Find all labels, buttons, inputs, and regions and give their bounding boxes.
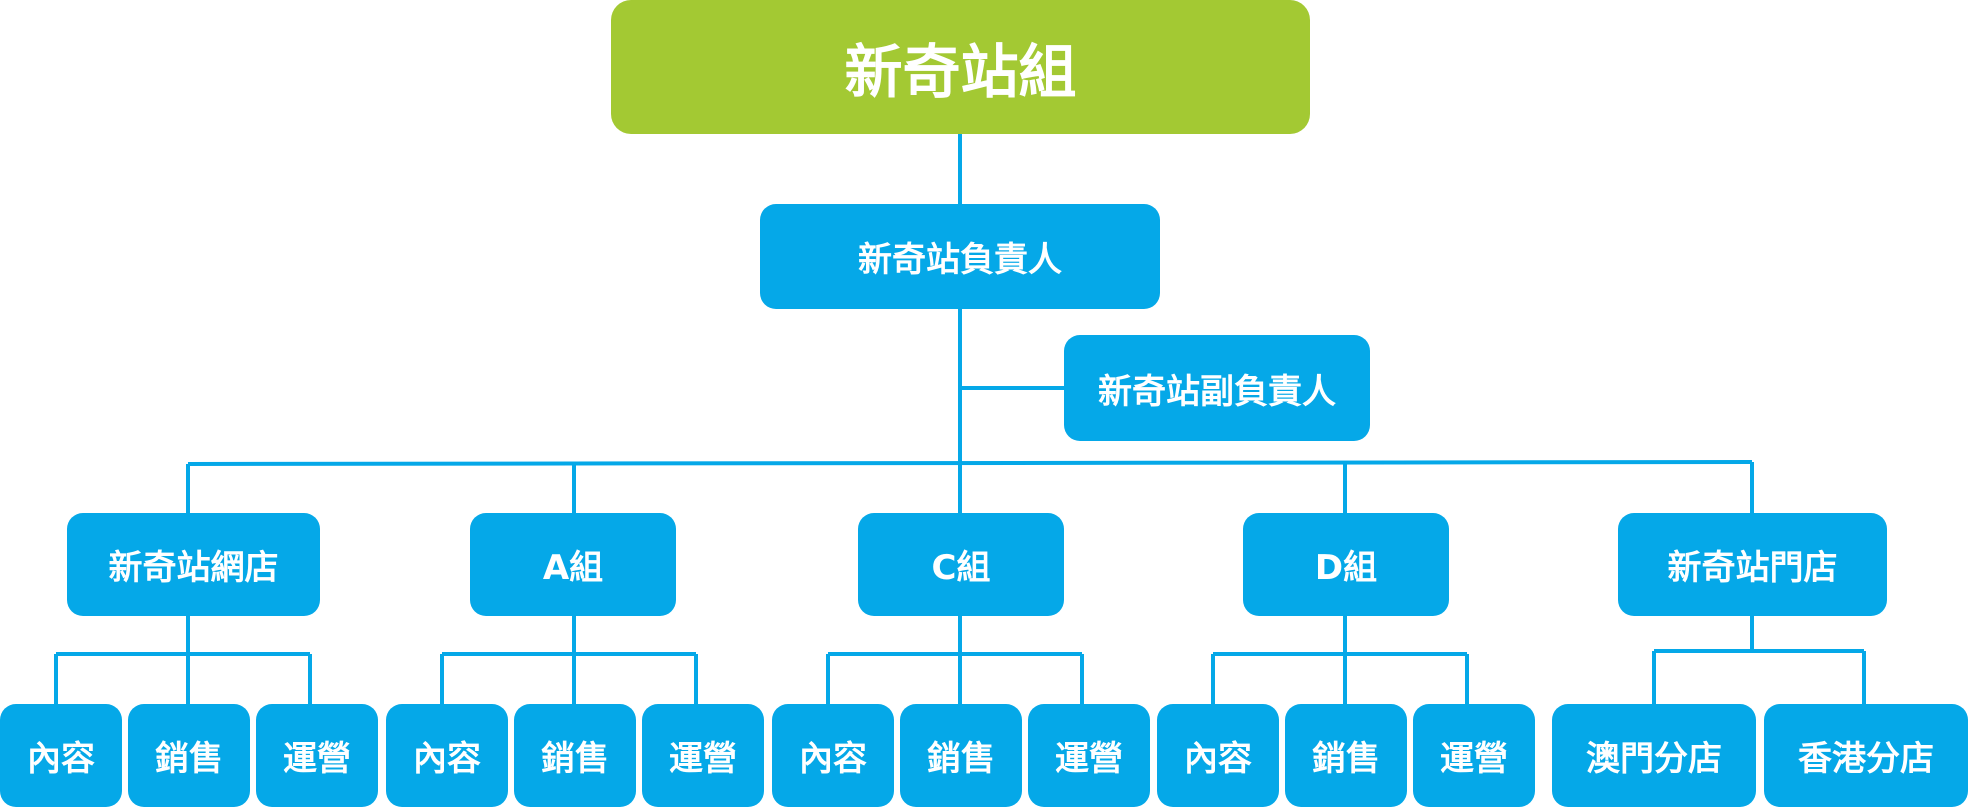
- leaf-node-content: 內容: [772, 704, 894, 807]
- group-node-d: D組: [1243, 513, 1449, 616]
- group-node-c: C組: [858, 513, 1064, 616]
- head-node: 新奇站負責人: [760, 204, 1160, 309]
- leaf-node-operations: 運營: [1413, 704, 1535, 807]
- group-node-retail-store: 新奇站門店: [1618, 513, 1887, 616]
- connector: [187, 460, 1753, 466]
- leaf-node-hong-kong-branch: 香港分店: [1764, 704, 1968, 807]
- leaf-node-sales: 銷售: [900, 704, 1022, 807]
- deputy-head-node: 新奇站副負責人: [1064, 335, 1370, 441]
- leaf-node-sales: 銷售: [128, 704, 250, 807]
- leaf-node-content: 內容: [386, 704, 508, 807]
- leaf-node-sales: 銷售: [514, 704, 636, 807]
- leaf-node-macau-branch: 澳門分店: [1552, 704, 1756, 807]
- leaf-node-operations: 運營: [256, 704, 378, 807]
- root-node: 新奇站組: [611, 0, 1310, 134]
- leaf-node-content: 內容: [0, 704, 122, 807]
- group-node-online-store: 新奇站網店: [67, 513, 320, 616]
- leaf-node-operations: 運營: [1028, 704, 1150, 807]
- leaf-node-operations: 運營: [642, 704, 764, 807]
- leaf-node-sales: 銷售: [1285, 704, 1407, 807]
- group-node-a: A組: [470, 513, 676, 616]
- leaf-node-content: 內容: [1157, 704, 1279, 807]
